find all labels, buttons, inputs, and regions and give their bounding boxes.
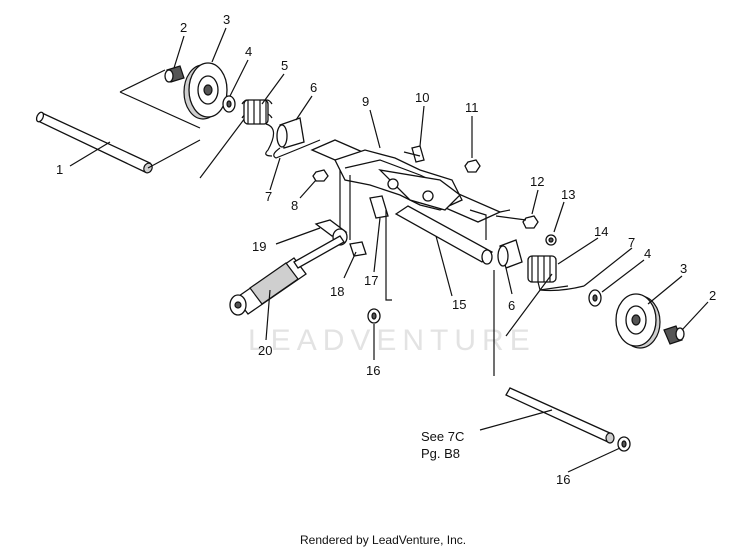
callout-7-left: 7 <box>265 189 272 204</box>
shaft-part-1 <box>35 111 153 174</box>
callout-15: 15 <box>452 297 466 312</box>
callout-18: 18 <box>330 284 344 299</box>
callout-8: 8 <box>291 198 298 213</box>
callout-16-right: 16 <box>556 472 570 487</box>
watermark: LEADVENTURE <box>248 324 536 357</box>
wheel-part-3-right <box>615 293 661 349</box>
wheel-part-3-left <box>183 62 228 120</box>
shaft-right-see-7c <box>493 270 615 444</box>
callout-2-left: 2 <box>180 20 187 35</box>
washer-part-4-left <box>222 95 236 113</box>
callout-10: 10 <box>415 90 429 105</box>
bushing-part-2-right <box>663 325 685 345</box>
arm-bracket-part-9 <box>334 149 463 240</box>
callout-7-right: 7 <box>628 235 635 250</box>
spacer-part-18 <box>349 241 367 257</box>
callout-6-left: 6 <box>310 80 317 95</box>
leader-lines <box>69 27 709 473</box>
callout-2-right: 2 <box>709 288 716 303</box>
callout-4-left: 4 <box>245 44 252 59</box>
callout-9: 9 <box>362 94 369 109</box>
shock-part-20 <box>229 235 345 316</box>
clip-part-7-right <box>539 285 585 292</box>
nut-part-11 <box>464 159 481 173</box>
footer-credit: Rendered by LeadVenture, Inc. <box>300 533 466 547</box>
bushing-part-2-left <box>164 65 185 83</box>
callout-13: 13 <box>561 187 575 202</box>
callout-16-center: 16 <box>366 363 380 378</box>
bushing-part-6-right <box>497 239 523 269</box>
callout-19: 19 <box>252 239 266 254</box>
callout-17: 17 <box>364 273 378 288</box>
callout-labels: 2 3 4 5 6 1 7 8 9 10 11 12 13 14 7 4 3 2… <box>56 12 716 487</box>
washer-part-13 <box>545 234 557 246</box>
see-reference-line2: Pg. B8 <box>421 446 460 461</box>
washer-part-16-right <box>617 436 631 452</box>
bushing-part-6-left <box>276 117 305 149</box>
callout-6-right: 6 <box>508 298 515 313</box>
callout-5: 5 <box>281 58 288 73</box>
bolt-part-10 <box>403 145 425 163</box>
lower-axle-part-15 <box>394 205 494 265</box>
clip-part-7-left <box>273 139 321 159</box>
callout-11: 11 <box>465 100 479 115</box>
spring-part-14 <box>505 255 569 337</box>
nut-part-8 <box>312 169 329 182</box>
callout-4-right: 4 <box>644 246 651 261</box>
washer-part-4-right <box>588 289 602 307</box>
callout-3-left: 3 <box>223 12 230 27</box>
pin-part-17 <box>369 195 392 301</box>
leader-box-left <box>119 69 201 169</box>
callout-14: 14 <box>594 224 608 239</box>
nut-part-12 <box>522 215 539 229</box>
spring-part-5 <box>199 99 275 179</box>
leader-box-right <box>469 209 527 240</box>
callout-1: 1 <box>56 162 63 177</box>
see-reference-line1: See 7C <box>421 429 464 444</box>
callout-3-right: 3 <box>680 261 687 276</box>
callout-20: 20 <box>258 343 272 358</box>
washer-part-16-center <box>367 308 381 324</box>
callout-12: 12 <box>530 174 544 189</box>
